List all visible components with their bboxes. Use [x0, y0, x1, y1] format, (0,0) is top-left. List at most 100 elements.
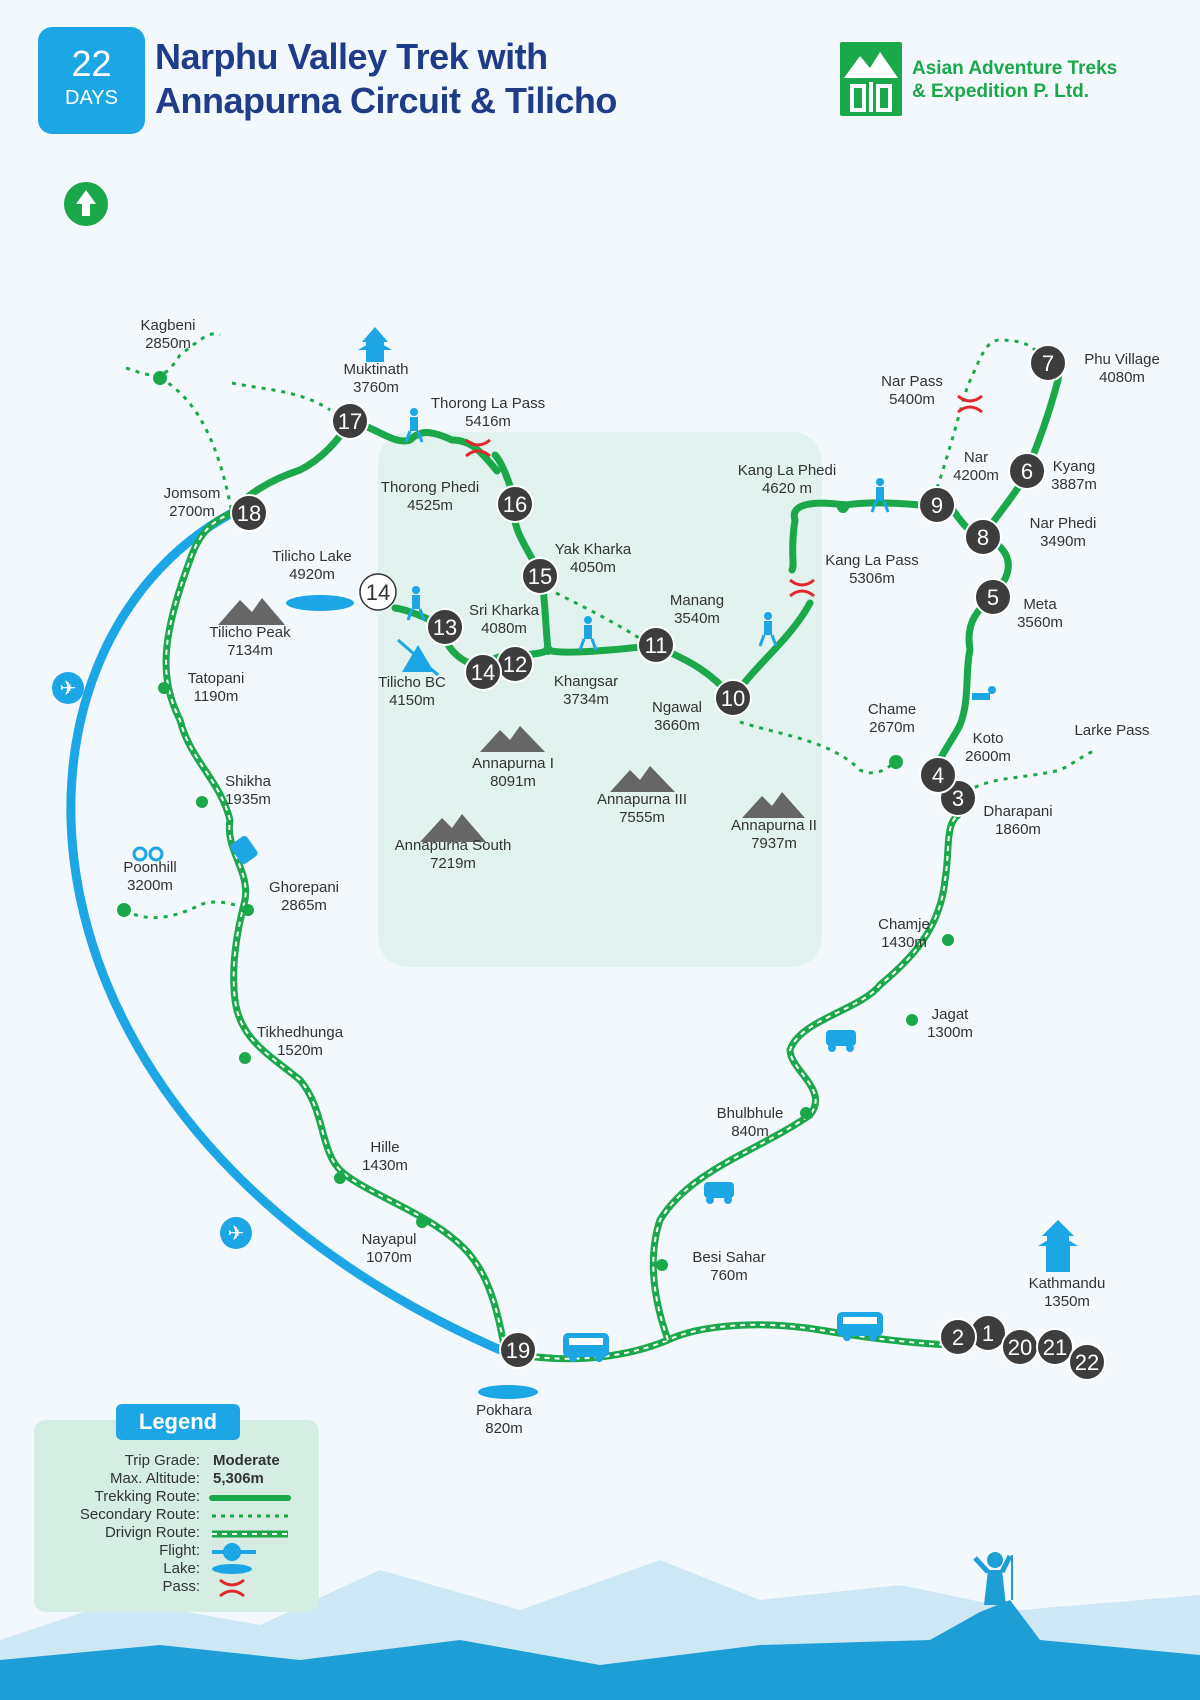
place-name-poonhill: Poonhill	[123, 859, 176, 876]
pass-icon	[957, 394, 983, 414]
day-marker-18: 18	[230, 494, 268, 532]
jeep-icon	[826, 1030, 856, 1052]
day-marker-label: 2	[952, 1325, 964, 1350]
legend-max-altitude-label: Max. Altitude:	[109, 1470, 200, 1487]
day-marker-4: 4	[919, 756, 957, 794]
climber-icon	[972, 686, 996, 700]
day-marker-label: 18	[237, 501, 261, 526]
place-name-shikha: Shikha	[225, 773, 272, 790]
mountain-icon	[610, 766, 675, 792]
bottom-mountain-silhouette	[0, 1560, 1200, 1700]
day-marker-14: 14	[464, 653, 502, 691]
tent-icon	[397, 638, 439, 677]
flight-route	[66, 508, 510, 1357]
page-title-line-1: Narphu Valley Trek with	[155, 36, 548, 77]
place-altitude-shikha: 1935m	[225, 791, 271, 808]
day-marker-label: 15	[528, 564, 552, 589]
page-title-line-2: Annapurna Circuit & Tilicho	[155, 80, 617, 121]
company-name-line-2: & Expedition P. Ltd.	[912, 81, 1089, 102]
trekker-icon	[870, 478, 890, 513]
temple-icon	[358, 327, 392, 362]
day-marker-label: 16	[503, 492, 527, 517]
place-altitude-ngawal: 3660m	[654, 717, 700, 734]
place-name-annapurna-3: Annapurna III	[597, 791, 687, 808]
place-name-kathmandu: Kathmandu	[1029, 1275, 1106, 1292]
place-name-ghorepani: Ghorepani	[269, 879, 339, 896]
place-name-nar-pass: Nar Pass	[881, 373, 943, 390]
legend-trip-grade-label: Trip Grade:	[124, 1452, 200, 1469]
place-altitude-muktinath: 3760m	[353, 379, 399, 396]
day-marker-8: 8	[964, 518, 1002, 556]
legend-panel	[34, 1420, 319, 1612]
day-marker-label: 5	[987, 585, 999, 610]
place-name-chame: Chame	[868, 701, 916, 718]
place-altitude-jomsom: 2700m	[169, 503, 215, 520]
place-label-larke-pass: Larke Pass	[1074, 722, 1149, 739]
day-marker-label: 10	[721, 686, 745, 711]
place-altitude-kyang: 3887m	[1051, 476, 1097, 493]
place-altitude-annapurna-1: 8091m	[490, 773, 536, 790]
place-name-annapurna-1: Annapurna I	[472, 755, 554, 772]
place-name-tilicho-lake: Tilicho Lake	[272, 548, 351, 565]
day-marker-label: 4	[932, 763, 944, 788]
mountain-icon	[742, 792, 805, 818]
place-altitude-nar-pass: 5400m	[889, 391, 935, 408]
place-name-dharapani: Dharapani	[983, 803, 1052, 820]
place-name-besi-sahar: Besi Sahar	[692, 1249, 765, 1266]
day-marker-label: 20	[1008, 1335, 1032, 1360]
place-altitude-nar: 4200m	[953, 467, 999, 484]
route-waypoints	[117, 371, 954, 1271]
place-altitude-khangsar: 3734m	[563, 691, 609, 708]
company-logo-icon	[840, 42, 902, 116]
place-altitude-jagat: 1300m	[927, 1024, 973, 1041]
days-badge: 22 DAYS	[38, 27, 145, 134]
place-altitude-hille: 1430m	[362, 1157, 408, 1174]
driving-routes	[162, 509, 961, 1363]
place-name-tatopani: Tatopani	[188, 670, 245, 687]
place-name-thorong-la: Thorong La Pass	[431, 395, 545, 412]
place-altitude-poonhill: 3200m	[127, 877, 173, 894]
place-name-manang: Manang	[670, 592, 724, 609]
place-name-annapurna-2: Annapurna II	[731, 817, 817, 834]
plane-icon: ✈	[52, 672, 84, 704]
place-altitude-nayapul: 1070m	[366, 1249, 412, 1266]
place-name-kang-la-pass: Kang La Pass	[825, 552, 918, 569]
place-altitude-nar-phedi: 3490m	[1040, 533, 1086, 550]
day-marker-label: 22	[1075, 1350, 1099, 1375]
place-name-kagbeni: Kagbeni	[140, 317, 195, 334]
place-altitude-chame: 2670m	[869, 719, 915, 736]
day-marker-label: 3	[952, 786, 964, 811]
trekker-icon	[578, 616, 598, 651]
legend-secondary-route-label: Secondary Route:	[79, 1506, 200, 1523]
place-name-phu-village: Phu Village	[1084, 351, 1160, 368]
binoculars-icon	[132, 846, 164, 862]
place-altitude-annapurna-south: 7219m	[430, 855, 476, 872]
place-altitude-besi-sahar: 760m	[710, 1267, 748, 1284]
place-altitude-thorong-phedi: 4525m	[407, 497, 453, 514]
place-name-khangsar: Khangsar	[554, 673, 618, 690]
tilicho-lake-icon	[286, 595, 354, 611]
pokhara-lake-icon	[478, 1385, 538, 1399]
day-marker-21: 21	[1036, 1328, 1074, 1366]
place-name-tilicho-peak: Tilicho Peak	[209, 624, 291, 641]
place-altitude-tikhedhunga: 1520m	[277, 1042, 323, 1059]
